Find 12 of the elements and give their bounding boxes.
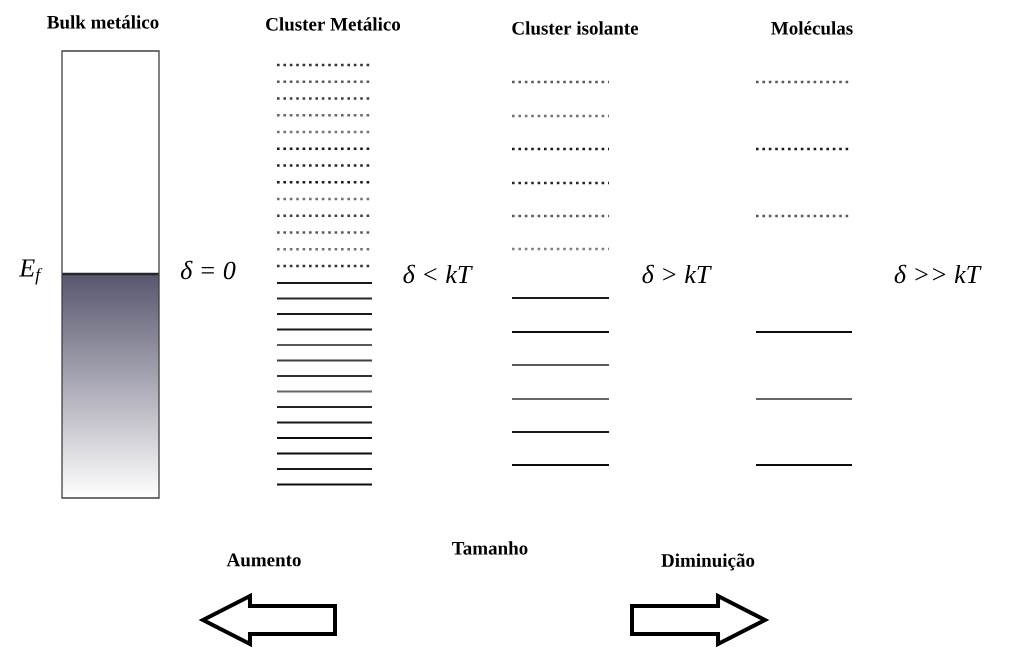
direction-label: Diminuição — [661, 553, 755, 571]
column-heading: Cluster isolante — [512, 21, 639, 35]
column-heading: Bulk metálico — [47, 15, 159, 29]
gap-label: δ >> kT — [894, 264, 982, 284]
gap-label: δ > kT — [642, 264, 712, 284]
direction-label: Aumento — [226, 553, 301, 567]
column-heading: Cluster Metálico — [266, 17, 401, 31]
column-heading: Moléculas — [771, 21, 853, 35]
gap-label: δ = 0 — [180, 260, 236, 280]
gap-label: δ < kT — [403, 264, 473, 284]
energy-label: E$_{f}$ — [19, 259, 43, 285]
axis-label: Tamanho — [452, 541, 528, 555]
